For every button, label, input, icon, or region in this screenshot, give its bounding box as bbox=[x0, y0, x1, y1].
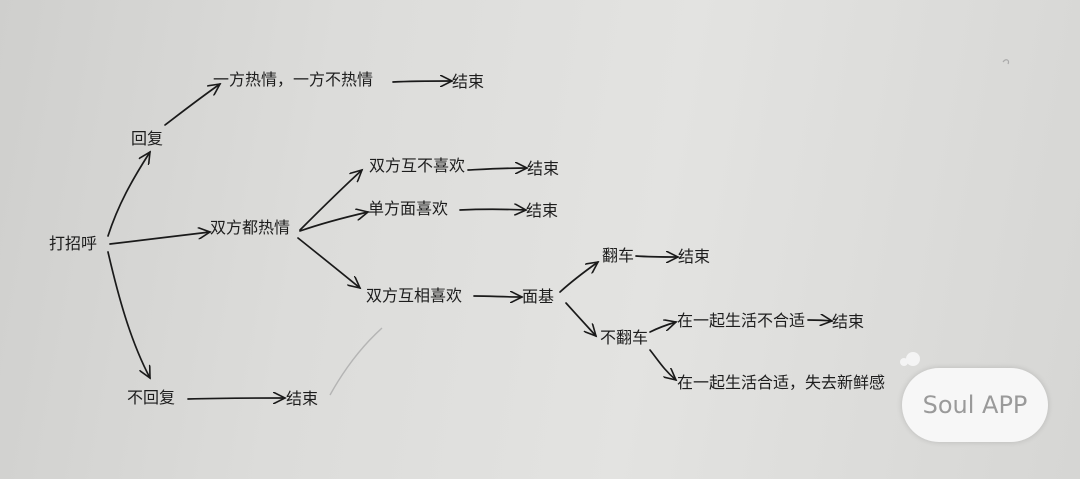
node-no-reply: 不回复 bbox=[127, 388, 176, 407]
arrow-both-dislike-to-end bbox=[467, 168, 527, 170]
arrow-meet-to-no-flip bbox=[565, 302, 596, 336]
watermark-text: Soul APP bbox=[922, 391, 1028, 419]
node-no-flip: 不翻车 bbox=[600, 328, 649, 347]
pencil-stroke bbox=[329, 327, 383, 396]
node-end-4: 结束 bbox=[678, 247, 711, 266]
node-not-fit: 在一起生活不合适 bbox=[677, 311, 806, 330]
node-end-6: 结束 bbox=[286, 389, 319, 408]
arrow-greet-to-no-reply bbox=[107, 251, 151, 378]
arrow-flip-to-end bbox=[635, 256, 678, 257]
arrow-both-warm-to-one-side-like bbox=[299, 212, 368, 232]
node-end-2: 结束 bbox=[527, 159, 560, 178]
arrow-both-warm-to-both-dislike bbox=[299, 170, 362, 231]
node-end-5: 结束 bbox=[832, 312, 865, 331]
node-meet: 面基 bbox=[522, 287, 555, 306]
watermark-dot-large bbox=[906, 352, 920, 366]
node-both-dislike: 双方互不喜欢 bbox=[369, 156, 466, 175]
arrow-reply-to-one-side-warm bbox=[164, 84, 220, 126]
arrow-no-flip-to-fit bbox=[649, 349, 676, 380]
arrow-greet-to-reply bbox=[107, 152, 150, 237]
node-one-side-like: 单方面喜欢 bbox=[368, 199, 449, 218]
pencil-mark-top bbox=[1002, 59, 1010, 65]
node-flip: 翻车 bbox=[602, 246, 635, 265]
arrow-both-like-to-meet bbox=[473, 296, 522, 297]
arrow-no-flip-to-not-fit bbox=[649, 322, 676, 333]
arrow-no-reply-to-end bbox=[187, 398, 285, 399]
node-end-3: 结束 bbox=[526, 201, 559, 220]
arrow-one-side-warm-to-end bbox=[392, 81, 452, 82]
node-reply: 回复 bbox=[131, 129, 164, 148]
node-both-warm: 双方都热情 bbox=[210, 218, 291, 237]
watermark-dot-small bbox=[900, 358, 908, 366]
watermark-badge: Soul APP bbox=[902, 368, 1048, 442]
arrow-not-fit-to-end bbox=[807, 320, 832, 321]
node-greet: 打招呼 bbox=[49, 234, 98, 253]
arrow-both-warm-to-both-like bbox=[297, 237, 360, 288]
node-end-1: 结束 bbox=[452, 72, 485, 91]
arrow-meet-to-flip bbox=[559, 262, 598, 293]
node-one-side-warm: 一方热情，一方不热情 bbox=[213, 70, 374, 89]
node-both-like: 双方互相喜欢 bbox=[366, 286, 463, 305]
arrow-greet-to-both-warm bbox=[109, 232, 210, 245]
node-fit: 在一起生活合适，失去新鲜感 bbox=[677, 373, 886, 392]
arrow-one-side-like-to-end bbox=[459, 209, 526, 210]
